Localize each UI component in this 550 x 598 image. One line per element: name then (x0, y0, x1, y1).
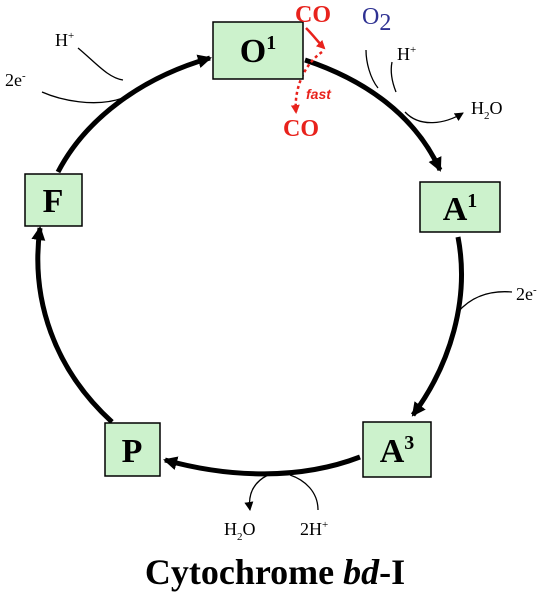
svg-text:A1: A1 (443, 190, 478, 228)
co-input-label: CO (295, 2, 331, 28)
two-h-plus-input-arrow (289, 474, 319, 511)
arc-o-to-a1 (304, 57, 443, 172)
h2o-bottom-label: H2O (224, 519, 256, 543)
co-output-label: CO (283, 116, 319, 142)
h-plus-left-label: H+ (55, 30, 74, 50)
diagram-title: Cytochrome bd-I (145, 552, 405, 592)
arc-p-to-f (31, 226, 114, 424)
state-box-o1: O1 (212, 21, 304, 80)
two-e-right-input-arrow (457, 291, 513, 313)
state-box-a3: A3 (362, 421, 432, 478)
two-e-right-label: 2e- (516, 284, 537, 304)
h2o-bottom-output-arrow (244, 474, 269, 511)
svg-text:F: F (43, 183, 64, 220)
svg-text:A3: A3 (380, 432, 415, 470)
o2-input-arrow (365, 49, 379, 89)
arc-a3-to-p (163, 454, 361, 477)
h2o-top-output-arrow (404, 111, 464, 124)
h2o-top-label: H2O (471, 98, 503, 122)
state-box-a1: A1 (419, 181, 501, 233)
h-plus-input-arrow (77, 47, 124, 81)
two-e-input-arrow (41, 91, 124, 104)
h-plus-right-label: H+ (397, 44, 416, 64)
svg-text:P: P (122, 433, 143, 470)
arc-f-to-o (55, 54, 212, 174)
state-box-p: P (104, 422, 161, 477)
state-box-f: F (24, 173, 83, 227)
co-fast-release-arrow (290, 50, 323, 114)
h-plus-right-input-arrow (390, 61, 397, 93)
two-e-left-label: 2e- (5, 70, 26, 90)
co-binding-arrow (305, 27, 326, 50)
svg-text:O1: O1 (240, 32, 276, 70)
o2-label: O2 (362, 4, 391, 36)
two-h-plus-bottom-label: 2H+ (300, 519, 328, 539)
fast-label: fast (306, 86, 332, 102)
arc-a1-to-a3 (410, 236, 464, 417)
